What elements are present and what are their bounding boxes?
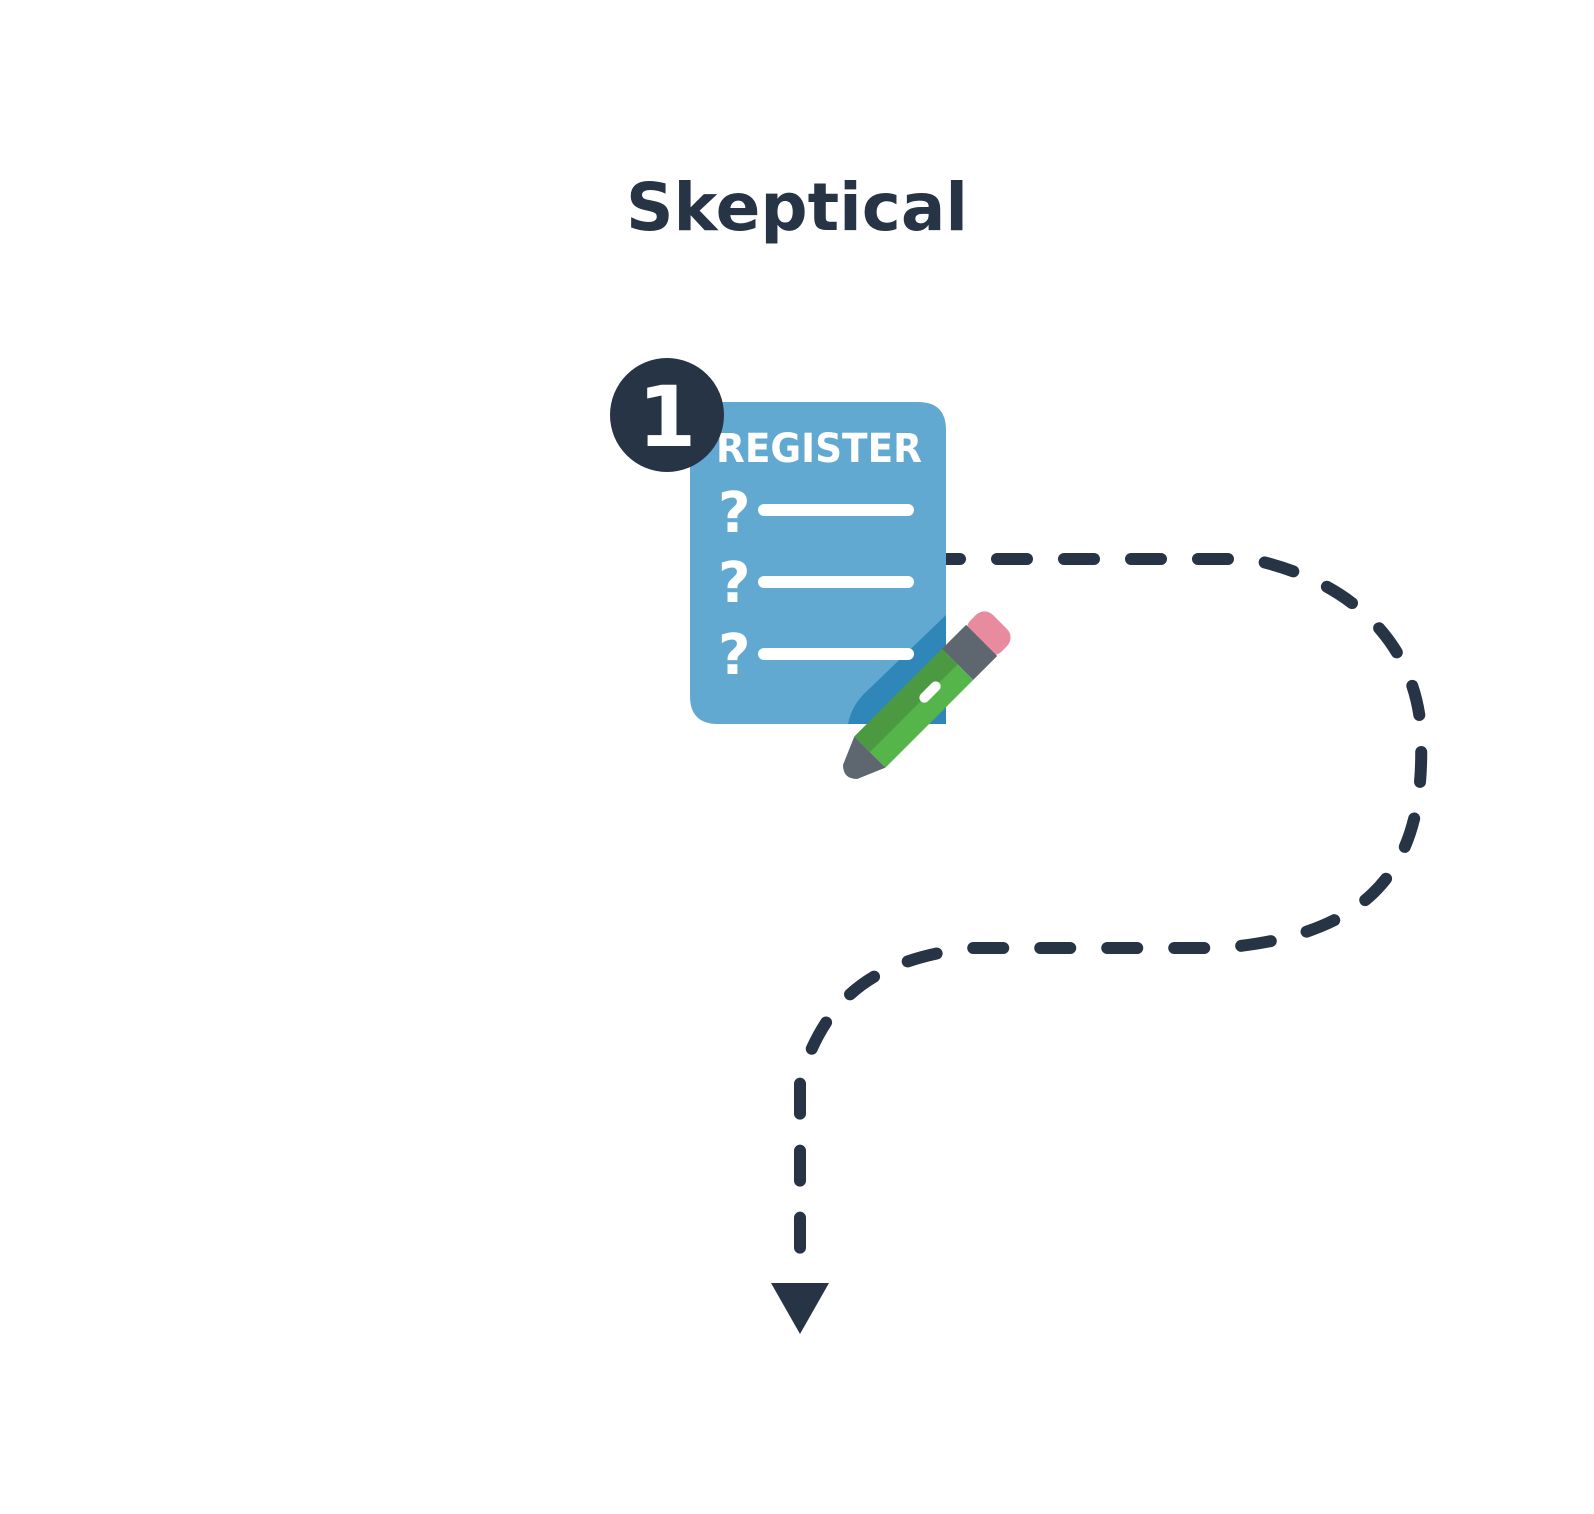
step-number: 1 [638, 368, 696, 466]
step-badge-circle [610, 358, 724, 472]
page-title: Skeptical [625, 169, 969, 246]
pencil-tip [843, 736, 886, 779]
register-card-body [690, 402, 946, 724]
register-heading: REGISTER [716, 426, 922, 472]
pencil-icon [843, 611, 1011, 779]
pencil-body [854, 648, 974, 768]
pencil-body-shade [854, 648, 958, 753]
dashed-flow-path [794, 553, 1428, 1274]
step-badge: 1 [610, 358, 724, 472]
register-form-icon: REGISTER ? ? ? [690, 402, 946, 724]
question-mark: ? [718, 623, 750, 688]
pencil-highlight [919, 681, 941, 703]
question-mark: ? [718, 481, 750, 546]
question-mark: ? [718, 551, 750, 616]
arrow-down-icon [771, 1283, 829, 1334]
pencil-ferrule [942, 624, 998, 680]
